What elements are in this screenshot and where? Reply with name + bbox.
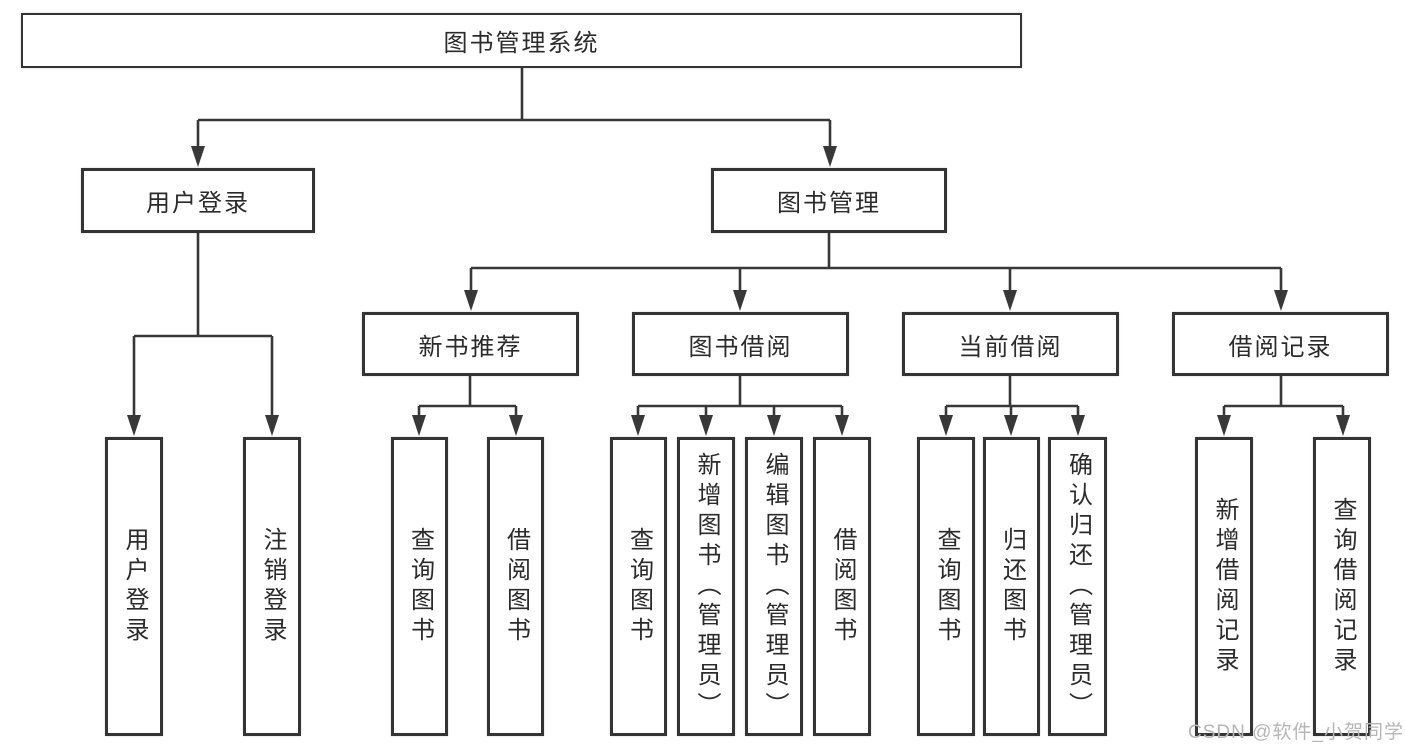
leaf-edit-book-admin: 编辑图书（管理员） xyxy=(745,437,803,736)
leaf-add-borrow-record: 新增借阅记录 xyxy=(1195,437,1253,736)
leaf-add-book-admin: 新增图书（管理员） xyxy=(677,437,735,736)
node-new-book-recommendation: 新书推荐 xyxy=(362,312,579,376)
leaf-query-books-current: 查询图书 xyxy=(917,437,975,736)
leaf-query-borrow-record: 查询借阅记录 xyxy=(1313,437,1371,736)
leaf-query-books-borrow: 查询图书 xyxy=(610,437,667,736)
leaf-borrow-books-rec: 借阅图书 xyxy=(487,437,544,736)
connector-book-mgmt xyxy=(464,233,1288,311)
leaf-borrow-books: 借阅图书 xyxy=(813,437,871,736)
connector-current-borrow xyxy=(939,376,1085,436)
node-book-borrowing: 图书借阅 xyxy=(632,312,849,376)
leaf-query-books-rec: 查询图书 xyxy=(391,437,448,736)
leaf-logout: 注销登录 xyxy=(243,437,301,736)
connector-borrow-records xyxy=(1217,376,1350,436)
csdn-watermark: CSDN @软件_小贺同学 xyxy=(1188,722,1404,743)
connector-book-borrow xyxy=(631,376,849,436)
connector-new-book xyxy=(412,376,523,436)
leaf-user-login: 用户登录 xyxy=(105,437,163,736)
node-current-borrowing: 当前借阅 xyxy=(902,312,1119,376)
node-book-management: 图书管理 xyxy=(711,168,947,233)
leaf-return-books: 归还图书 xyxy=(983,437,1040,736)
node-user-login: 用户登录 xyxy=(81,168,315,233)
node-borrowing-records: 借阅记录 xyxy=(1172,312,1389,376)
leaf-confirm-return-admin: 确认归还（管理员） xyxy=(1048,437,1107,736)
node-root-system: 图书管理系统 xyxy=(21,13,1022,68)
connector-user-login xyxy=(127,233,279,436)
connector-root xyxy=(191,68,837,167)
